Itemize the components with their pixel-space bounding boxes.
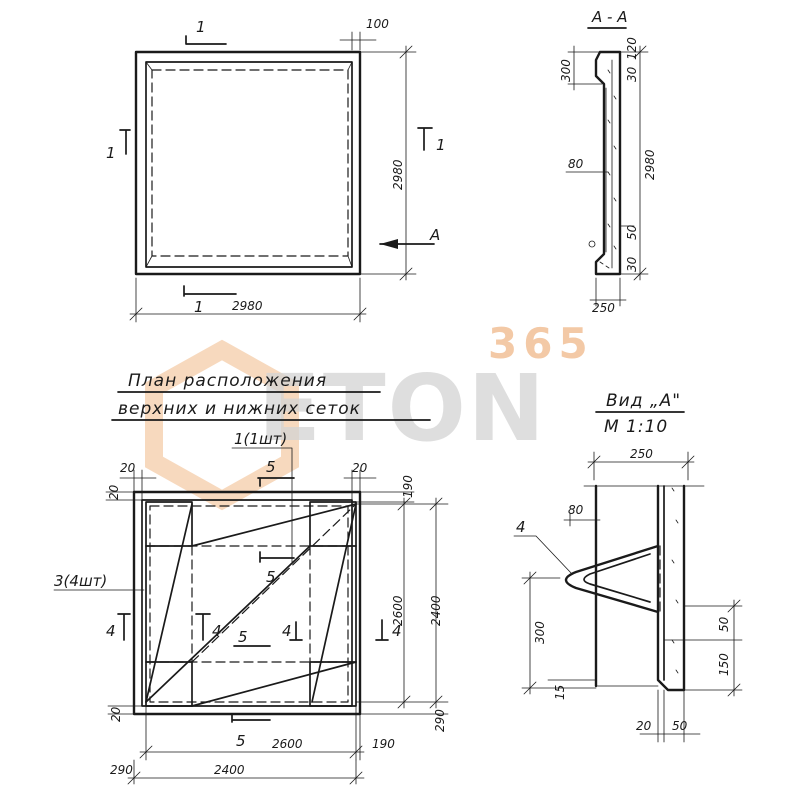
mesh-plan-title: План расположения верхних и нижних сеток [111,371,431,421]
dim-80: 80 [568,157,584,171]
watermark-number: 365 [488,319,594,368]
callout-mesh-1: 1(1шт) [234,430,287,448]
dim-250-section: 250 [592,301,615,315]
detail-dim-20: 20 [636,719,652,733]
dim-top-100: 100 [366,17,389,31]
section-mark-bottom: 1 [194,298,204,316]
detail-title-line2: М 1:10 [604,417,668,437]
section-mark-right: 1 [436,136,446,154]
section-mark-top: 1 [196,18,206,36]
dim-2600-bottom: 2600 [272,737,303,751]
dim-290-right: 290 [433,709,447,732]
callout-mesh-3: 3(4шт) [54,572,107,590]
dim-20-left: 20 [107,484,121,500]
dim-30-top: 30 [625,66,639,82]
dim-300: 300 [559,59,573,82]
label-4-right: 4 [392,622,402,640]
section-mark-left: 1 [106,144,116,162]
dim-2400-vertical: 2400 [429,595,443,626]
section-title: А - А [591,8,627,26]
watermark: 365 ETON [145,319,594,511]
dim-120: 120 [625,37,639,60]
view-arrow-label: A [429,226,440,244]
dim-height-2980: 2980 [391,159,405,190]
detail-dim-150: 150 [717,653,731,676]
detail-dim-15: 15 [553,685,567,700]
watermark-word: ETON [258,355,547,462]
detail-dim-50-right: 50 [717,616,731,632]
dim-20-top-left: 20 [120,461,136,475]
label-5-top: 5 [266,458,276,476]
dim-width-2980: 2980 [232,299,263,313]
dim-30-bottom: 30 [625,256,639,272]
detail-title-line1: Вид „А" [606,391,681,411]
mesh-plan: 1(1шт) 3(4шт) 5 5 5 5 4 4 4 4 20 20 20 1… [53,430,449,785]
detail-dim-50-bottom: 50 [672,719,688,733]
dim-2980-section: 2980 [643,149,657,180]
dim-190-top: 190 [401,475,415,498]
section-view: А - А 300 80 120 30 2980 50 30 250 [559,8,657,315]
label-4-mid: 4 [282,622,292,640]
dim-290-bottom: 290 [110,763,133,777]
detail-view: Вид „А" М 1:10 250 4 80 300 15 [513,391,743,743]
label-5-low: 5 [238,628,248,646]
detail-dim-80: 80 [568,503,584,517]
label-4-left: 4 [106,622,116,640]
dim-2400-bottom: 2400 [214,763,245,777]
dim-20-top-right: 20 [352,461,368,475]
detail-dim-250: 250 [630,447,653,461]
mesh-title-line1: План расположения [128,371,327,391]
dim-190-bottom: 190 [372,737,395,751]
label-5-mid: 5 [266,568,276,586]
mesh-title-line2: верхних и нижних сеток [118,399,361,419]
dim-50-section: 50 [625,224,639,240]
label-5-bottom: 5 [236,732,246,750]
detail-callout-4: 4 [516,518,526,536]
label-4-inner: 4 [212,622,222,640]
detail-dim-300: 300 [533,621,547,644]
dim-20-bottom-left: 20 [109,706,123,722]
top-plan: 1 1 1 1 A 100 2980 2980 [106,17,446,323]
dim-2600-vertical: 2600 [391,595,405,626]
